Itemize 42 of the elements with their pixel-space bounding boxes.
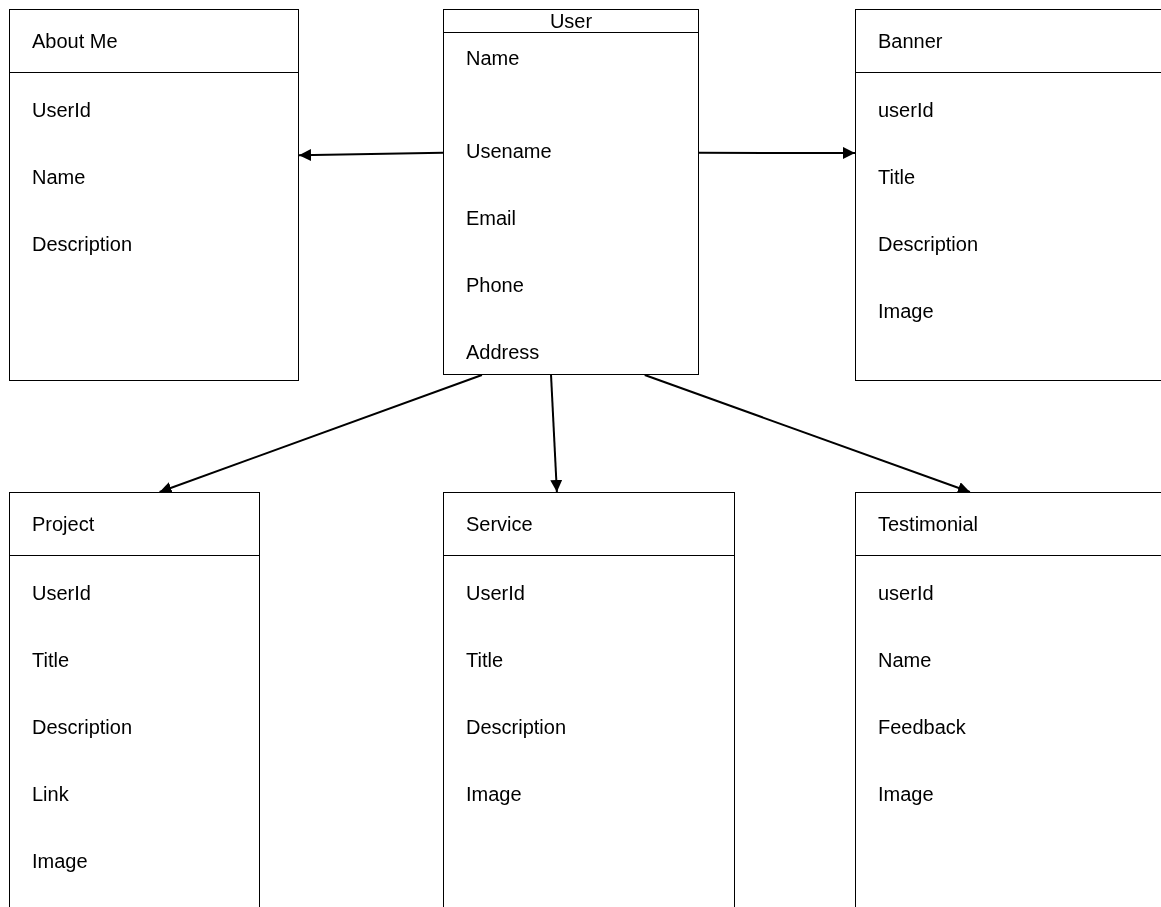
- field-name: Link: [32, 782, 69, 806]
- field-name: Title: [466, 648, 504, 672]
- entity-table: [9, 492, 260, 907]
- field-name: Description: [466, 715, 567, 739]
- arrow: [698, 146, 856, 159]
- arrow: [298, 149, 444, 161]
- field-name: UserId: [32, 98, 91, 122]
- field-name: Title: [878, 165, 916, 189]
- entity-table: [855, 492, 1161, 907]
- entity-table: [855, 9, 1161, 381]
- field-name: Address: [466, 340, 540, 364]
- entity-table: [9, 9, 299, 381]
- table-header: Banner: [856, 10, 1161, 73]
- field-name: Image: [466, 782, 522, 806]
- field-name: Usename: [466, 139, 552, 163]
- field-name: Name: [878, 648, 932, 672]
- field-name: UserId: [32, 581, 91, 605]
- field-name: Email: [466, 206, 516, 230]
- table-header: About Me: [10, 10, 298, 73]
- table-header: User: [444, 10, 698, 33]
- field-name: Image: [32, 849, 88, 873]
- field-name: Feedback: [878, 715, 966, 739]
- field-name: Description: [878, 232, 979, 256]
- field-name: userId: [878, 581, 934, 605]
- table-header: Testimonial: [856, 493, 1161, 556]
- field-name: Phone: [466, 273, 524, 297]
- entity-table: [443, 9, 699, 375]
- field-name: UserId: [466, 581, 525, 605]
- table-header: Project: [10, 493, 259, 556]
- entity-table: [443, 492, 735, 907]
- arrow: [158, 374, 483, 494]
- field-name: Image: [878, 299, 934, 323]
- field-name: Name: [32, 165, 86, 189]
- table-header: Service: [444, 493, 734, 556]
- arrow: [643, 374, 971, 494]
- field-name: Description: [32, 715, 133, 739]
- field-name: Description: [32, 232, 133, 256]
- arrow: [550, 374, 563, 493]
- field-name: Name: [466, 46, 520, 70]
- field-name: Image: [878, 782, 934, 806]
- field-name: userId: [878, 98, 934, 122]
- field-name: Title: [32, 648, 70, 672]
